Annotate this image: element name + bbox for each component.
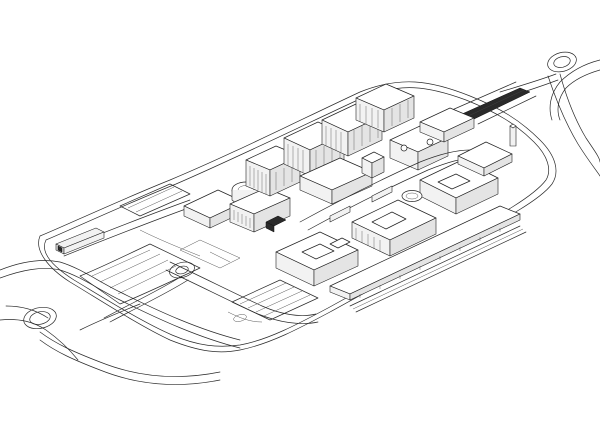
- bus-shelter: [55, 227, 105, 255]
- central-link-block: [299, 157, 373, 205]
- ward-block-tall-4: [355, 83, 415, 133]
- car-park-south: [231, 279, 319, 321]
- curved-spine-street: [299, 149, 477, 231]
- station-tower: [509, 123, 517, 147]
- long-southern-strip: [329, 205, 521, 301]
- courtyard-building-west: [275, 231, 359, 287]
- courtyard-building-mid: [351, 199, 437, 257]
- east-plaza-block: [419, 107, 475, 143]
- station-hall: [457, 141, 513, 177]
- railway-tracks: [451, 81, 537, 125]
- landscape-paths: [139, 229, 263, 323]
- car-park-north: [119, 183, 191, 217]
- ward-block-west: [229, 187, 291, 233]
- rotunda: [401, 190, 423, 202]
- small-tower: [361, 151, 385, 179]
- site-boundary: [38, 81, 557, 353]
- rail-platform: [349, 225, 527, 313]
- outer-roads: [0, 51, 600, 385]
- dark-entrance-block: [265, 215, 287, 233]
- car-park-west: [79, 243, 201, 305]
